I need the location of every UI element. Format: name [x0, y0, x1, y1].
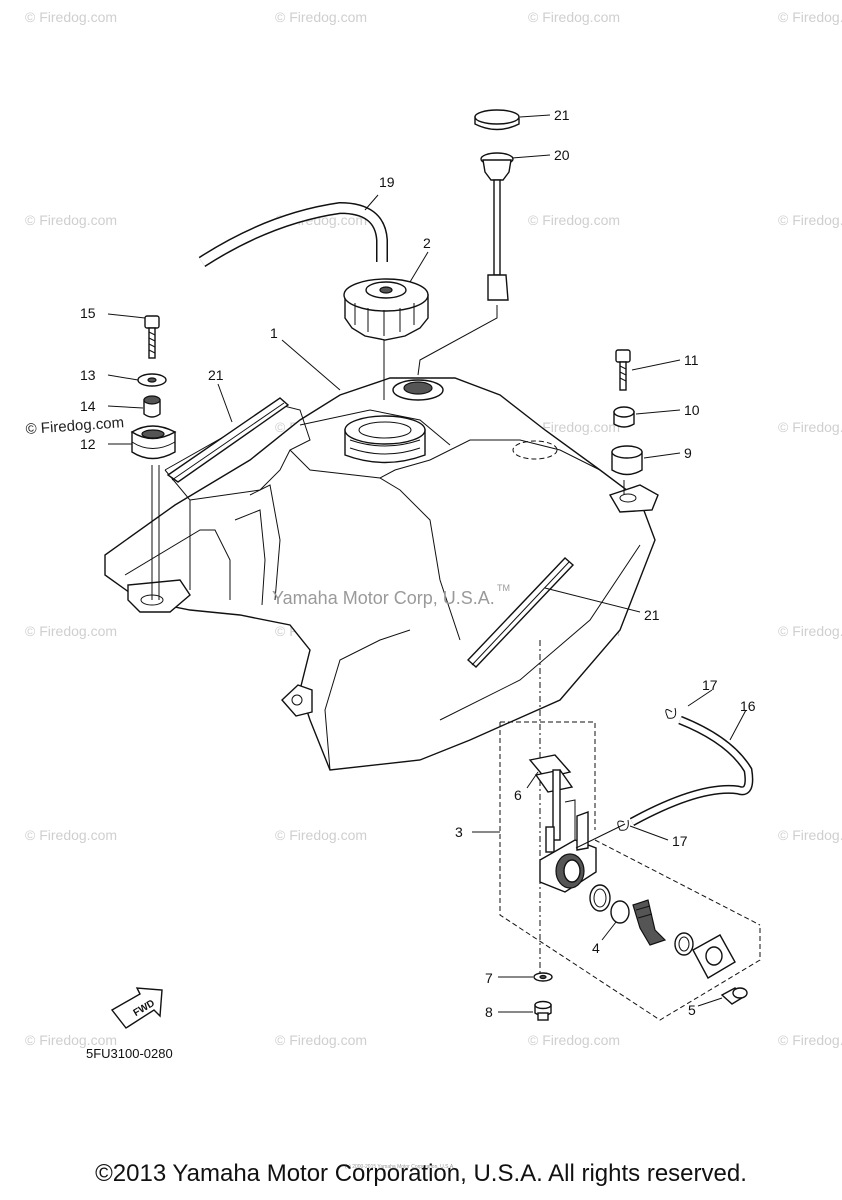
- watermark: © Firedog.com: [528, 9, 620, 25]
- watermark: © Firedog.com: [778, 623, 842, 639]
- watermark: © Firedog.com: [25, 9, 117, 25]
- watermark: © Firedog.com: [25, 827, 117, 843]
- watermark: © Firedog.com: [275, 827, 367, 843]
- watermark: © Firedog.com: [778, 212, 842, 228]
- front-mount-parts: [130, 315, 177, 600]
- filler-neck: [344, 415, 426, 464]
- watermark: © Firedog.com: [275, 1032, 367, 1048]
- diagram-code: 5FU3100-0280: [86, 1046, 173, 1061]
- callout-4: 4: [592, 940, 600, 956]
- leader-lines: [107, 114, 747, 1013]
- callout-17-a: 17: [702, 677, 718, 693]
- callout-21-b: 21: [644, 607, 660, 623]
- callout-16: 16: [740, 698, 756, 714]
- callout-18: 19: [379, 174, 395, 190]
- watermark: © Firedog.com: [528, 212, 620, 228]
- fuel-hose: [575, 707, 754, 849]
- callout-5: 5: [688, 1002, 696, 1018]
- tank-pads: [166, 397, 575, 668]
- watermark: © Firedog.com: [528, 1032, 620, 1048]
- watermark: © Firedog.com: [778, 1032, 842, 1048]
- callout-17-b: 17: [672, 833, 688, 849]
- fuel-gauge: [417, 152, 514, 376]
- rear-mount-parts: [611, 349, 643, 495]
- fine-print: (c) 2000-2015 Yamaha Motor Corporation, …: [345, 1164, 455, 1170]
- callout-9: 9: [684, 445, 692, 461]
- callout-11: 11: [684, 352, 699, 368]
- callout-labels: 21 20 19 2 1 15 13 14 12 21 11 10 9 21 1…: [80, 107, 756, 1020]
- gauge-boss: [392, 379, 444, 401]
- callout-3: 3: [455, 824, 463, 840]
- watermark: © Firedog.com: [778, 827, 842, 843]
- callout-12: 12: [80, 436, 96, 452]
- watermark: © Firedog.com: [778, 9, 842, 25]
- callout-20: 21: [554, 107, 570, 123]
- forward-arrow: FWD: [110, 987, 163, 1029]
- watermark: © Firedog.com: [275, 9, 367, 25]
- callout-1: 1: [270, 325, 278, 341]
- watermark: © Firedog.com: [25, 1032, 117, 1048]
- callout-8: 8: [485, 1004, 493, 1020]
- center-watermark: Yamaha Motor Corp, U.S.A.: [272, 588, 495, 608]
- callout-6: 6: [514, 787, 522, 803]
- callout-15: 15: [80, 305, 96, 321]
- callout-19: 20: [554, 147, 570, 163]
- watermark: © Firedog.com: [25, 212, 117, 228]
- callout-13: 13: [80, 367, 96, 383]
- fuel-cap: [343, 278, 429, 400]
- callout-10: 10: [684, 402, 700, 418]
- callout-2: 2: [423, 235, 431, 251]
- svg-text:TM: TM: [497, 583, 510, 593]
- callout-21-a: 21: [208, 367, 224, 383]
- watermark: © Firedog.com: [25, 623, 117, 639]
- fuel-cock-assembly: [499, 640, 761, 1021]
- callout-14: 14: [80, 398, 96, 414]
- callout-7: 7: [485, 970, 493, 986]
- watermark: © Firedog.com: [528, 419, 620, 435]
- watermark: © Firedog.com: [778, 419, 842, 435]
- breather-hose: [198, 201, 388, 268]
- gauge-cap: [474, 109, 520, 131]
- copyright-footer: ©2013 Yamaha Motor Corporation, U.S.A. A…: [95, 1160, 747, 1187]
- watermark: © Firedog.com: [25, 414, 125, 438]
